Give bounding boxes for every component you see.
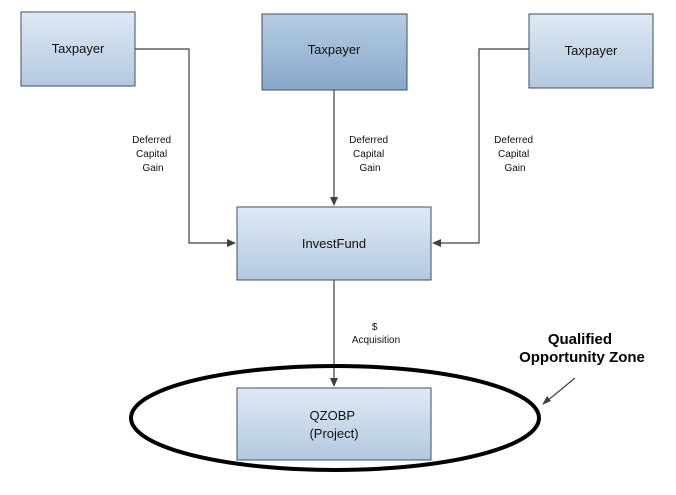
investfund-node: InvestFund — [236, 206, 432, 281]
edge-label-left-line1: Deferred — [132, 135, 171, 146]
edge-label-acquisition-line1: $ — [372, 322, 378, 333]
qzobp-label-line1: QZOBP — [310, 408, 355, 423]
qzobp-label: QZOBP (Project) — [309, 408, 358, 441]
edge-label-right-line1: Deferred — [494, 135, 533, 146]
taxpayer-right-label: Taxpayer — [565, 43, 618, 58]
edge-label-acquisition-line2: Acquisition — [352, 335, 400, 346]
taxpayer-center-node: Taxpayer — [261, 13, 408, 91]
zone-callout-line1: Qualified — [548, 331, 612, 348]
edge-label-center: Deferred Capital Gain — [349, 135, 391, 174]
edge-label-center-line3: Gain — [359, 163, 380, 174]
edge-label-acquisition: $ Acquisition — [352, 322, 400, 346]
edge-label-center-line1: Deferred — [349, 135, 388, 146]
edge-label-right-line2: Capital — [498, 149, 529, 160]
edge-label-center-line2: Capital — [353, 149, 384, 160]
zone-callout-label: Qualified Opportunity Zone — [519, 331, 645, 366]
edge-right-to-fund — [432, 48, 529, 247]
qzobp-label-line2: (Project) — [309, 426, 358, 441]
edge-label-right-line3: Gain — [504, 163, 525, 174]
taxpayer-right-node: Taxpayer — [528, 13, 654, 89]
edge-label-left-line3: Gain — [142, 163, 163, 174]
edge-center-to-fund — [330, 90, 338, 206]
zone-callout-arrow — [542, 377, 576, 405]
taxpayer-center-label: Taxpayer — [308, 42, 361, 57]
zone-callout-line2: Opportunity Zone — [519, 349, 645, 366]
taxpayer-left-label: Taxpayer — [52, 41, 105, 56]
edge-label-left: Deferred Capital Gain — [132, 135, 174, 174]
investfund-label: InvestFund — [302, 236, 366, 251]
qzobp-node: QZOBP (Project) — [236, 387, 432, 461]
edge-label-right: Deferred Capital Gain — [494, 135, 536, 174]
edge-label-left-line2: Capital — [136, 149, 167, 160]
taxpayer-left-node: Taxpayer — [20, 11, 136, 87]
edge-left-to-fund — [135, 48, 236, 247]
edge-fund-to-qzobp — [330, 280, 338, 387]
opportunity-zone-ellipse — [129, 364, 541, 472]
